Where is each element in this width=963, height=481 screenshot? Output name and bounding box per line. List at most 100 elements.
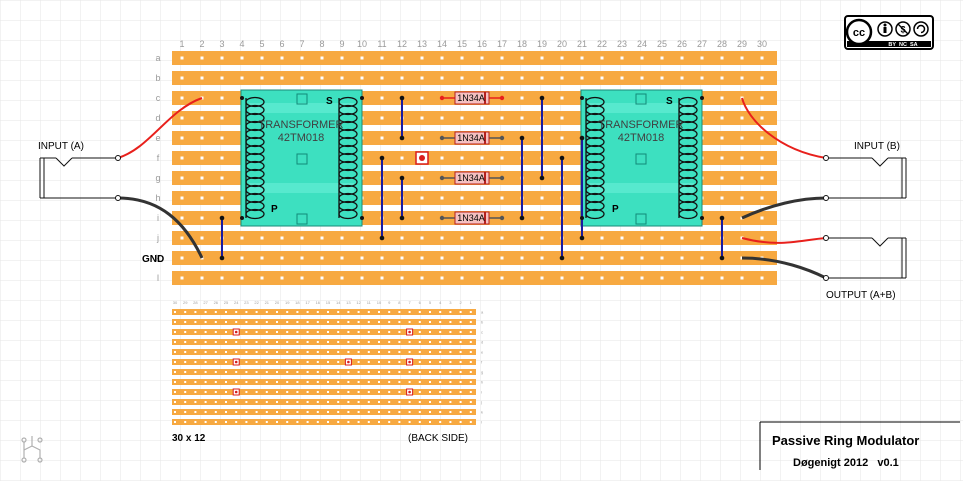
- back-strip-hole: [225, 331, 227, 333]
- strip-hole: [200, 136, 204, 140]
- back-strip-hole: [469, 361, 472, 363]
- back-strip-hole: [184, 331, 187, 333]
- strip-hole: [740, 196, 744, 200]
- back-strip-hole: [245, 401, 248, 403]
- strip-hole: [220, 156, 224, 160]
- strip-hole: [700, 76, 704, 80]
- strip-hole: [400, 256, 404, 260]
- column-number: 6: [279, 39, 284, 49]
- strip-hole: [740, 176, 744, 180]
- back-column-number: 19: [285, 300, 290, 305]
- back-strip-hole: [398, 361, 401, 363]
- back-strip-hole: [367, 391, 370, 393]
- coil-turn: [585, 112, 605, 124]
- back-strip-hole: [337, 351, 340, 353]
- back-strip-hole: [225, 401, 227, 403]
- back-strip-hole: [265, 411, 268, 413]
- strip-hole: [300, 56, 304, 60]
- back-strip-hole: [408, 321, 411, 323]
- back-strip-hole: [245, 321, 248, 323]
- back-strip-hole: [214, 381, 217, 383]
- back-strip-hole: [388, 411, 391, 413]
- column-number: 7: [299, 39, 304, 49]
- strip-hole: [400, 56, 404, 60]
- back-strip-hole: [439, 401, 442, 403]
- back-strip-hole: [337, 341, 340, 343]
- strip-hole: [580, 256, 584, 260]
- strip-hole: [620, 56, 624, 60]
- back-strip-hole: [306, 401, 309, 403]
- strip-hole: [440, 196, 444, 200]
- back-strip-hole: [337, 321, 340, 323]
- back-strip-hole: [204, 361, 207, 363]
- back-strip-hole: [286, 401, 289, 403]
- back-strip-hole: [347, 401, 350, 403]
- strip-hole: [400, 276, 404, 280]
- strip-hole: [320, 256, 324, 260]
- strip-hole: [620, 276, 624, 280]
- back-strip-hole: [276, 401, 278, 403]
- strip-hole: [380, 96, 384, 100]
- strip-hole: [600, 76, 604, 80]
- coil-turn: [678, 112, 698, 124]
- back-strip-hole: [184, 401, 187, 403]
- back-column-number: 10: [377, 300, 382, 305]
- strip-hole: [300, 236, 304, 240]
- jack-input-b: [823, 155, 907, 201]
- back-strip-hole: [174, 351, 176, 353]
- coil-turn: [678, 152, 698, 164]
- strip-hole: [460, 256, 464, 260]
- back-strip-hole: [378, 381, 380, 383]
- back-strip-hole: [276, 391, 278, 393]
- coil-turn: [585, 120, 605, 132]
- back-strip-hole: [316, 331, 319, 333]
- back-strip-hole: [347, 391, 350, 393]
- back-column-number: 6: [419, 300, 422, 305]
- back-strip-hole: [378, 411, 380, 413]
- strip-hole: [720, 276, 724, 280]
- back-strip-hole: [378, 391, 380, 393]
- back-strip-hole: [408, 381, 411, 383]
- back-strip-hole: [378, 311, 380, 313]
- column-number: 10: [357, 39, 367, 49]
- back-strip-hole: [429, 321, 431, 323]
- strip-hole: [180, 116, 184, 120]
- back-column-number: 25: [224, 300, 229, 305]
- back-strip-hole: [255, 411, 258, 413]
- back-strip-hole: [286, 391, 289, 393]
- back-strip-hole: [459, 351, 462, 353]
- back-strip-hole: [429, 371, 431, 373]
- back-strip-hole: [296, 311, 299, 313]
- transformer-right-primary-coil: [585, 96, 605, 220]
- coil-turn: [245, 96, 265, 108]
- back-strip-hole: [265, 381, 268, 383]
- coil-turn: [245, 160, 265, 172]
- back-strip-hole: [306, 331, 309, 333]
- back-strip-hole: [174, 331, 176, 333]
- back-strip-hole: [418, 391, 421, 393]
- strip-hole: [740, 156, 744, 160]
- strip-hole: [500, 76, 504, 80]
- back-strip-hole: [235, 341, 238, 343]
- back-strip-hole: [276, 331, 278, 333]
- back-strip-hole: [225, 391, 227, 393]
- back-strip-hole: [327, 331, 329, 333]
- back-side-stripboard: 1234567891011121314151617181920212223242…: [172, 300, 484, 425]
- strip-hole: [460, 196, 464, 200]
- column-number: 11: [377, 39, 386, 49]
- coil-turn: [338, 200, 358, 212]
- column-number: 28: [717, 39, 727, 49]
- coil-turn: [678, 120, 698, 132]
- back-strip-hole: [469, 341, 472, 343]
- copper-strip: [172, 251, 777, 265]
- strip-hole: [320, 276, 324, 280]
- back-strip-hole: [357, 361, 360, 363]
- transformer-left-primary-label: P: [271, 204, 278, 215]
- back-strip-hole: [429, 341, 431, 343]
- column-number: 8: [319, 39, 324, 49]
- transformer-right-name: TRANSFORMER: [599, 119, 684, 131]
- strip-hole: [420, 136, 424, 140]
- back-copper-strip: [172, 359, 476, 365]
- back-strip-hole: [214, 351, 217, 353]
- coil-turn: [585, 192, 605, 204]
